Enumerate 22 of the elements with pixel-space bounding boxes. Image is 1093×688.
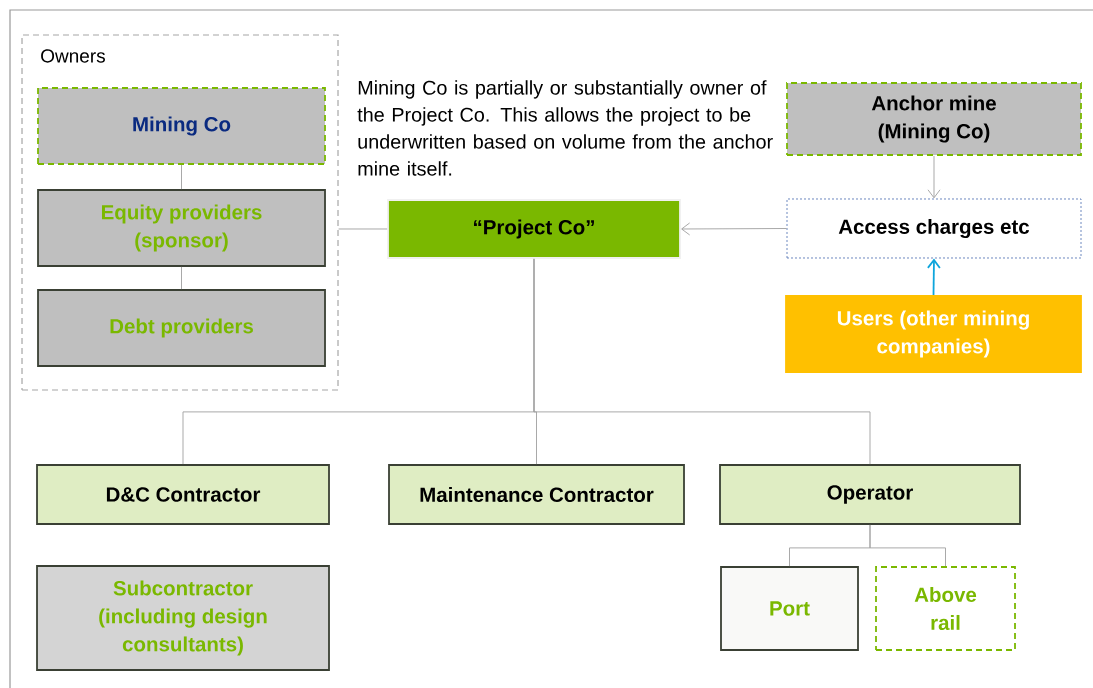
entity-box: Anchor mine (Mining Co): [786, 82, 1082, 156]
entity-box: Access charges etc: [786, 198, 1082, 259]
note-text: Mining Co is partially or substantially owner of the Project Co. This allows the project to be underwritten based on volume from the anchor mine itself.: [357, 80, 773, 176]
connector: [533, 258, 871, 465]
connector: [181, 164, 182, 190]
entity-box: Operator: [719, 464, 1021, 525]
entity-box: “Project Co”: [387, 199, 681, 259]
connector: [869, 524, 946, 567]
entity-box: Above rail: [875, 566, 1016, 651]
entity-box: Users (other mining companies): [785, 295, 1082, 373]
entity-box: Subcontractor (including design consultants): [36, 565, 330, 671]
entity-box: Equity providers (sponsor): [37, 189, 326, 267]
connector: [927, 155, 941, 199]
entity-box: Maintenance Contractor: [388, 464, 685, 525]
connector: [681, 222, 787, 236]
entity-box: Debt providers: [37, 289, 326, 367]
connector: [926, 258, 941, 296]
connector: [181, 266, 182, 290]
entity-box: D&C Contractor: [36, 464, 330, 525]
connector: [338, 228, 388, 230]
entity-box: Mining Co: [37, 87, 326, 165]
entity-box: Port: [720, 566, 859, 651]
